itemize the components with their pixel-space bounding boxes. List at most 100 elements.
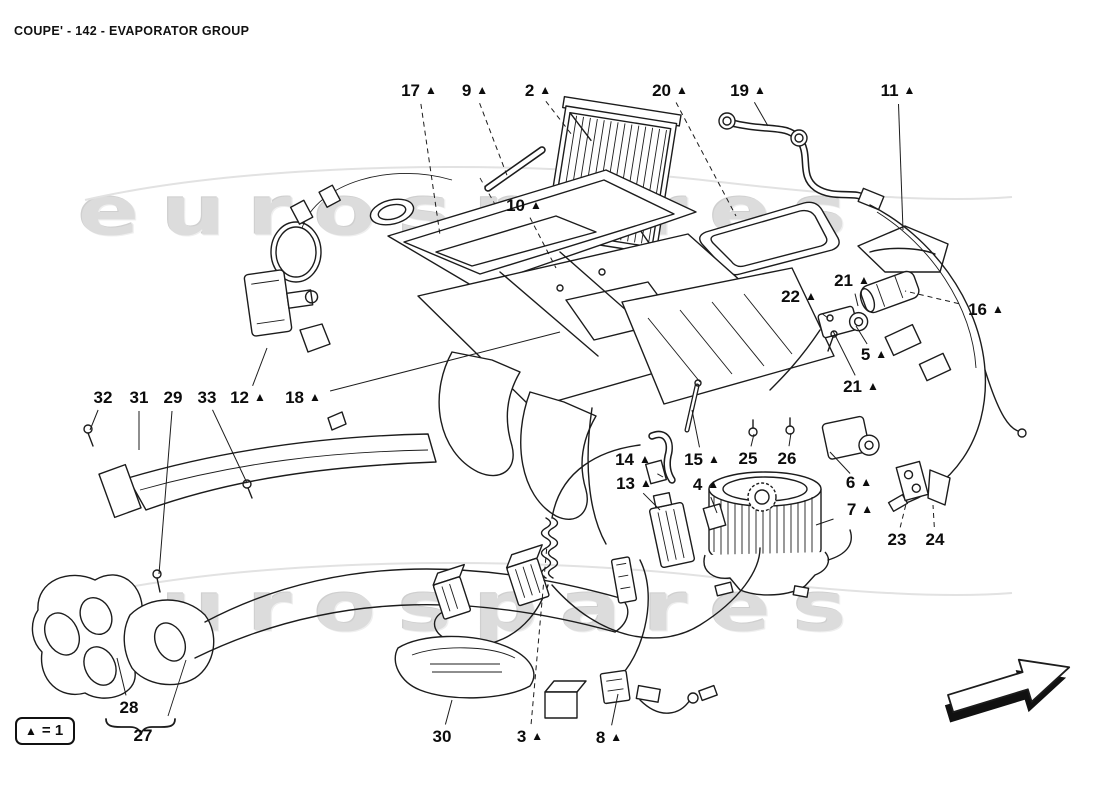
solenoid-art [857,205,1026,511]
callout-7: 7▲ [847,500,873,520]
triangle-icon: ▲ [875,347,888,361]
callout-14: 14 ▲ [615,450,651,470]
part-number: 21 [834,271,854,290]
part-number: 31 [129,388,149,407]
callout-3: 3▲ [517,727,543,747]
tube-art [488,150,542,188]
part-number: 8 [595,728,606,747]
callout-29: 29 [164,388,183,408]
triangle-icon: ▲ [639,452,651,466]
part-number: 22 [781,287,801,306]
part-number: 5 [860,345,871,364]
part-number: 6 [845,473,856,492]
part-number: 19 [730,81,750,100]
callout-8: 8▲ [596,728,622,748]
part-number: 24 [925,530,945,549]
part-number: 13 [616,474,636,493]
callout-4: 4▲ [693,475,719,495]
callout-22: 22 ▲ [781,287,817,307]
callout-24: 24 [926,530,945,550]
triangle-icon: ▲ [805,289,817,303]
part-number: 14 [615,450,635,469]
lower-duct-art [395,636,534,697]
part-number: 4 [692,475,703,494]
callout-21: 21 ▲ [843,377,879,397]
callout-13: 13 ▲ [616,474,652,494]
part-number: 11 [880,81,899,100]
seal-frame-art [700,202,839,274]
hose-art [719,113,884,210]
part-number: 10 [506,196,526,215]
part-number: 20 [652,81,672,100]
triangle-icon: ▲ [610,730,623,744]
part-number: 7 [846,500,857,519]
callout-30: 30 [433,727,452,747]
triangle-icon: ▲ [708,452,720,466]
blower-motor-art [704,472,851,597]
part-number: 27 [133,726,153,745]
triangle-icon: ▲ [676,83,688,97]
triangle-icon: ▲ [425,83,437,97]
callout-11: 11 ▲ [881,81,916,101]
part-number: 3 [516,727,527,746]
triangle-icon: ▲ [531,729,544,743]
triangle-icon: ▲ [640,476,652,490]
triangle-icon: ▲ [707,477,720,491]
part-number: 29 [163,388,183,407]
part-number: 9 [461,81,472,100]
triangle-icon: ▲ [539,83,552,97]
triangle-icon: ▲ [530,198,542,212]
bracket-art [896,461,950,505]
watermark-swoosh [85,563,1012,596]
triangle-icon: ▲ [754,83,766,97]
part-number: 18 [285,388,305,407]
callout-5: 5▲ [861,345,887,365]
callout-16: 16 ▲ [968,300,1004,320]
switch-art [600,666,662,710]
page-title: COUPE' - 142 - EVAPORATOR GROUP [14,24,250,38]
callout-9: 9▲ [462,81,488,101]
triangle-icon: ▲ [861,502,874,516]
triangle-icon: ▲ [309,390,321,404]
part-number: 17 [401,81,421,100]
callout-28: 28 [120,698,139,718]
triangle-icon: ▲ [858,273,870,287]
callout-15: 15 ▲ [684,450,720,470]
legend-text: = 1 [41,722,64,739]
callout-26: 26 [778,449,797,469]
part-number: 12 [230,388,250,407]
callout-6: 6▲ [846,473,872,493]
triangle-icon: ▲ [25,723,37,738]
relay-art [545,681,586,718]
resistor-art [647,490,695,567]
callout-18: 18 ▲ [285,388,321,408]
callout-21: 21 ▲ [834,271,870,291]
triangle-icon: ▲ [476,83,489,97]
part-number: 15 [684,450,704,469]
callout-25: 25 [739,449,758,469]
direction-arrow-icon [944,646,1078,723]
part-number: 32 [93,388,113,407]
actuator-art [244,173,452,430]
callout-19: 19 ▲ [730,81,766,101]
triangle-icon: ▲ [992,302,1004,316]
part-number: 28 [119,698,139,717]
part-number: 25 [738,449,758,468]
part-number: 2 [524,81,535,100]
part-number: 30 [432,727,452,746]
triangle-icon: ▲ [867,379,879,393]
part-number: 26 [777,449,797,468]
part-number: 21 [843,377,863,396]
callout-2: 2▲ [525,81,551,101]
callout-17: 17 ▲ [401,81,437,101]
callout-31: 31 [130,388,149,408]
triangle-icon: ▲ [254,390,266,404]
part-number: 16 [968,300,988,319]
triangle-icon: ▲ [860,475,873,489]
callout-32: 32 [94,388,113,408]
callout-10: 10 ▲ [506,196,542,216]
triangle-icon: ▲ [903,83,916,97]
brace-27 [106,719,175,734]
legend-box: ▲ = 1 [15,717,76,745]
